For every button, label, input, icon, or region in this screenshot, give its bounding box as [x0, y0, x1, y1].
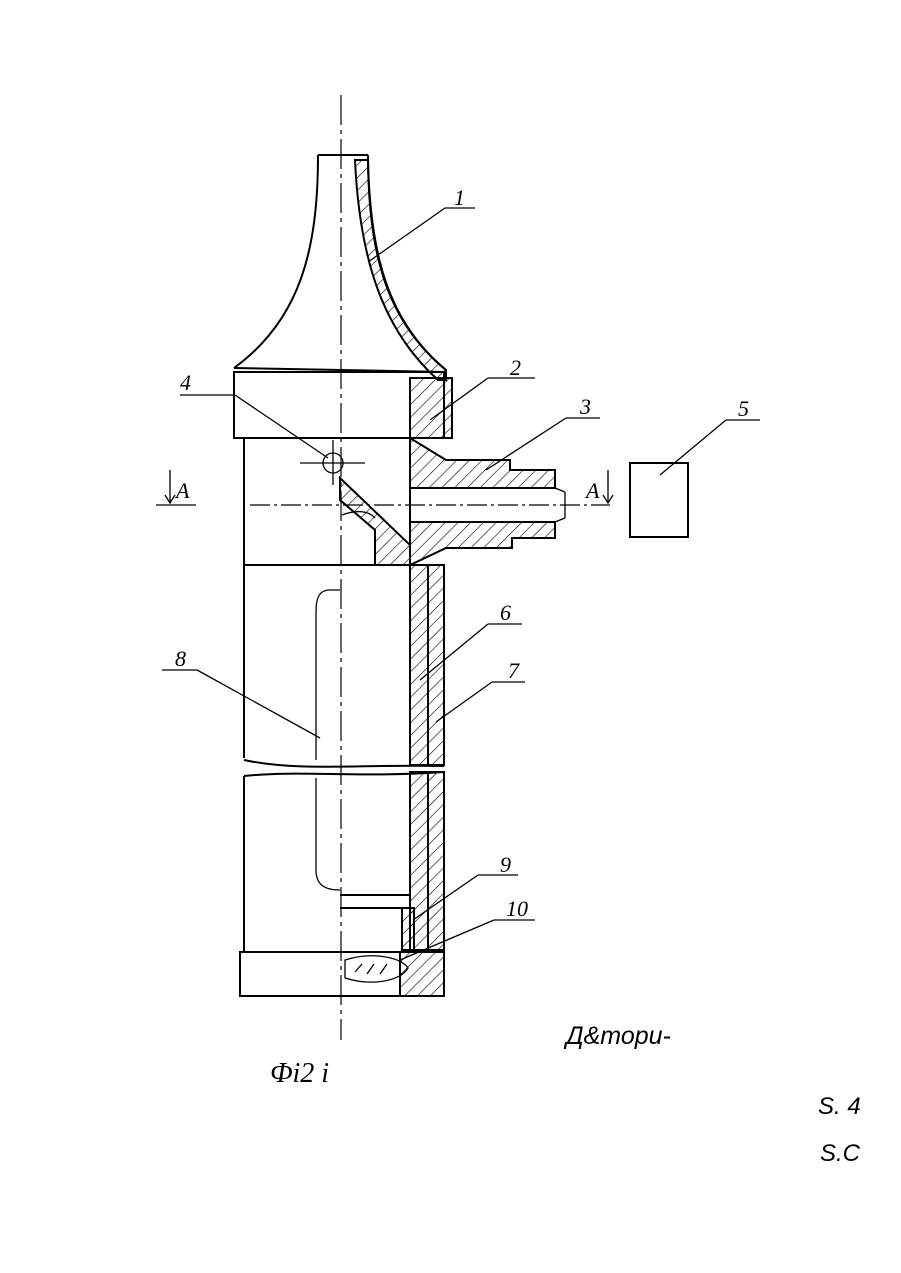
figure-caption: Фі2 і — [270, 1058, 329, 1090]
label-8: 8 — [175, 646, 186, 671]
leader-lines — [162, 208, 760, 960]
inner-seat — [340, 478, 410, 565]
bottom-block — [240, 952, 444, 996]
label-10: 10 — [506, 896, 528, 921]
barrel-lower — [244, 776, 414, 952]
section-label-left: A — [174, 478, 190, 503]
tube-walls — [410, 565, 444, 950]
label-1: 1 — [454, 185, 465, 210]
author-note: Д&тори- — [566, 1022, 671, 1051]
section-mark-right: A — [584, 470, 613, 503]
page-number-line-2: S.C — [820, 1140, 860, 1168]
horn-part-1 — [234, 155, 446, 380]
label-6: 6 — [500, 600, 511, 625]
label-4: 4 — [180, 370, 191, 395]
ball-part-4 — [300, 440, 365, 485]
label-5: 5 — [738, 396, 749, 421]
label-3: 3 — [579, 394, 591, 419]
label-9: 9 — [500, 852, 511, 877]
section-mark-left: A — [156, 470, 196, 505]
section-label-right: A — [584, 478, 600, 503]
label-2: 2 — [510, 355, 521, 380]
part-numbers: 1 2 3 4 5 6 7 8 9 10 — [175, 185, 749, 921]
label-7: 7 — [508, 658, 520, 683]
nozzle-part-3 — [250, 438, 610, 565]
part-5-box — [630, 463, 688, 537]
page-number-line-1: S. 4 — [818, 1093, 861, 1121]
